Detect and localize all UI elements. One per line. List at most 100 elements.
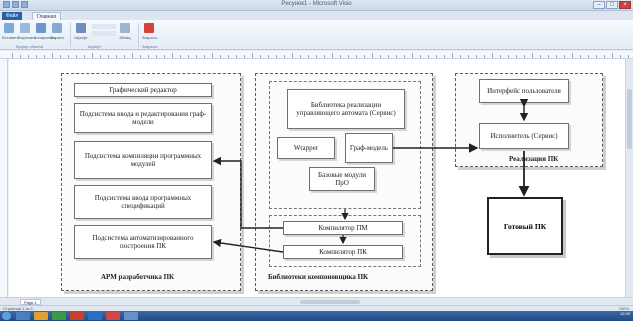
arm-box-auto-build[interactable]: Подсистема автоматизированного построени… xyxy=(74,225,212,259)
app-icon xyxy=(3,1,10,8)
ruler-tick xyxy=(44,55,45,58)
paste-icon[interactable] xyxy=(4,23,14,33)
ruler-tick xyxy=(268,55,269,58)
ruler-tick xyxy=(124,55,125,58)
ruler-tick xyxy=(140,55,141,58)
ruler-tick xyxy=(620,55,621,58)
ruler-tick xyxy=(572,53,573,58)
ruler-tick xyxy=(476,55,477,58)
ruler-tick xyxy=(588,55,589,58)
save-icon[interactable] xyxy=(12,1,19,8)
ruler-tick xyxy=(484,55,485,58)
lib-box-library[interactable]: Библиотека реализации управляющего автом… xyxy=(287,89,405,129)
arm-box-graph-model-input[interactable]: Подсистема ввода и редактирования граф-м… xyxy=(74,103,212,133)
ruler-tick xyxy=(332,53,333,58)
taskbar-folder-icon[interactable] xyxy=(34,312,48,320)
cut-label: Вырезать xyxy=(18,35,36,40)
vertical-ruler xyxy=(0,59,8,297)
vertical-scrollbar[interactable] xyxy=(625,59,633,297)
maximize-button[interactable]: □ xyxy=(606,1,618,9)
drawing-canvas[interactable]: Графический редактор Подсистема ввода и … xyxy=(9,59,625,297)
ruler-tick xyxy=(428,55,429,58)
arm-box-spec-input[interactable]: Подсистема ввода программных спецификаци… xyxy=(74,185,212,219)
ruler-tick xyxy=(364,55,365,58)
ruler-tick xyxy=(540,55,541,58)
ruler-tick xyxy=(524,55,525,58)
font-size-dropdown[interactable] xyxy=(92,31,116,36)
undo-icon[interactable] xyxy=(21,1,28,8)
ruler-tick xyxy=(36,55,37,58)
lib-group-label: Библиотеки компоновщика ПК xyxy=(268,273,369,281)
ruler-tick xyxy=(404,55,405,58)
lib-box-compiler-pk[interactable]: Компилятор ПК xyxy=(283,245,403,259)
arm-box-module-compilation[interactable]: Подсистема компиляции программных модуле… xyxy=(74,141,212,179)
lib-box-graph-model[interactable]: Граф-модель xyxy=(345,133,393,163)
taskbar-explorer-icon[interactable] xyxy=(16,312,30,320)
format-label: Формат xyxy=(50,35,65,40)
window-controls: – □ × xyxy=(593,1,631,9)
ruler-tick xyxy=(532,53,533,58)
cut-icon[interactable] xyxy=(20,23,30,33)
copy-icon[interactable] xyxy=(36,23,46,33)
zoom-level[interactable]: 100% xyxy=(618,306,629,311)
start-icon[interactable] xyxy=(2,312,11,320)
ruler-tick xyxy=(164,55,165,58)
vertical-scroll-thumb[interactable] xyxy=(627,89,632,149)
ruler-tick xyxy=(308,55,309,58)
copy-label: Копировать xyxy=(34,35,56,40)
minimize-button[interactable]: – xyxy=(593,1,605,9)
ruler-tick xyxy=(196,55,197,58)
taskbar-visio-icon[interactable] xyxy=(124,312,138,320)
ruler-tick xyxy=(148,55,149,58)
ruler-tick xyxy=(132,53,133,58)
taskbar-office-icon[interactable] xyxy=(70,312,84,320)
ruler-tick xyxy=(356,55,357,58)
real-box-executor[interactable]: Исполнитель (Сервис) xyxy=(479,123,569,149)
close-preview-label: Закрыть xyxy=(142,35,158,40)
taskbar-word-icon[interactable] xyxy=(88,312,102,320)
font-icon[interactable] xyxy=(76,23,86,33)
lib-box-compiler-pm[interactable]: Компилятор ПМ xyxy=(283,221,403,235)
tab-file[interactable]: Файл xyxy=(2,12,23,20)
ruler-tick xyxy=(276,55,277,58)
horizontal-scroll-thumb[interactable] xyxy=(300,300,360,304)
horizontal-scrollbar[interactable]: Page-1 xyxy=(0,297,633,305)
connector-layer xyxy=(212,99,530,253)
ruler-tick xyxy=(260,55,261,58)
ribbon-separator xyxy=(70,23,71,47)
ruler-tick xyxy=(180,55,181,58)
ruler-tick xyxy=(420,55,421,58)
font-name-dropdown[interactable] xyxy=(92,24,116,29)
arm-group-label: АРМ разработчика ПК xyxy=(101,273,175,281)
taskbar-app-icon[interactable] xyxy=(106,312,120,320)
taskbar-media-icon[interactable] xyxy=(52,312,66,320)
ruler-tick xyxy=(596,55,597,58)
ruler-tick xyxy=(324,55,325,58)
close-button[interactable]: × xyxy=(619,1,631,9)
ruler-tick xyxy=(84,55,85,58)
ruler-tick xyxy=(92,53,93,58)
format-painter-icon[interactable] xyxy=(52,23,62,33)
close-preview-icon[interactable] xyxy=(144,23,154,33)
ruler-tick xyxy=(244,55,245,58)
taskbar-clock: 12:00 xyxy=(619,311,630,316)
ruler-tick xyxy=(204,55,205,58)
ruler-tick xyxy=(52,53,53,58)
lib-box-base-modules[interactable]: Базовые модули ПрО xyxy=(309,167,375,191)
arm-box-graphic-editor[interactable]: Графический редактор xyxy=(74,83,212,97)
tab-home[interactable]: Главная xyxy=(32,12,62,20)
lib-inner-top-group xyxy=(269,81,421,209)
ruler-tick xyxy=(604,55,605,58)
final-product-box[interactable]: Готовый ПК xyxy=(487,197,563,255)
ruler-tick xyxy=(516,55,517,58)
ruler-tick xyxy=(460,55,461,58)
ruler-tick xyxy=(444,55,445,58)
ruler-tick xyxy=(612,53,613,58)
ruler-tick xyxy=(100,55,101,58)
arrow-pm-to-module-compilation xyxy=(212,156,283,229)
page-tab[interactable]: Page-1 xyxy=(20,299,41,305)
paragraph-icon[interactable] xyxy=(120,23,130,33)
ruler-tick xyxy=(212,53,213,58)
lib-box-wrapper[interactable]: Wrapper xyxy=(277,137,335,159)
